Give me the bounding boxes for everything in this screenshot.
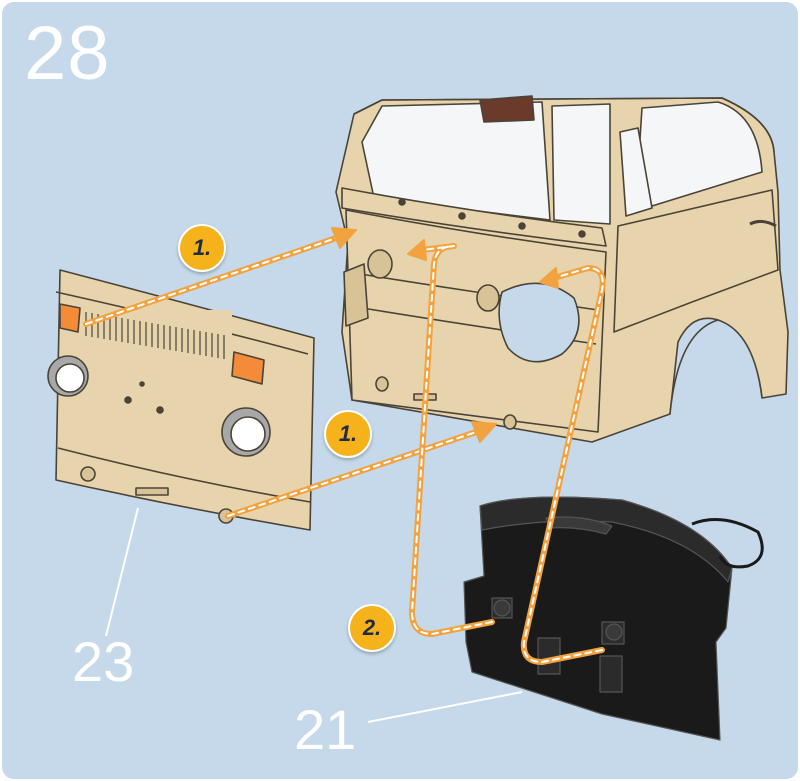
step-badge-1-upper: 1. [178,224,226,272]
van-cab-body [335,95,789,443]
part-number-21: 21 [294,698,357,761]
part-number-23: 23 [72,630,135,693]
insertion-arrows [83,227,606,665]
step-number: 28 [24,11,111,96]
black-mount-part-21 [463,496,764,741]
step-badge-1-lower: 1. [324,410,372,458]
step-badge-2: 2. [348,604,396,652]
front-panel-part-23 [47,269,315,531]
leader-lines [105,507,523,723]
